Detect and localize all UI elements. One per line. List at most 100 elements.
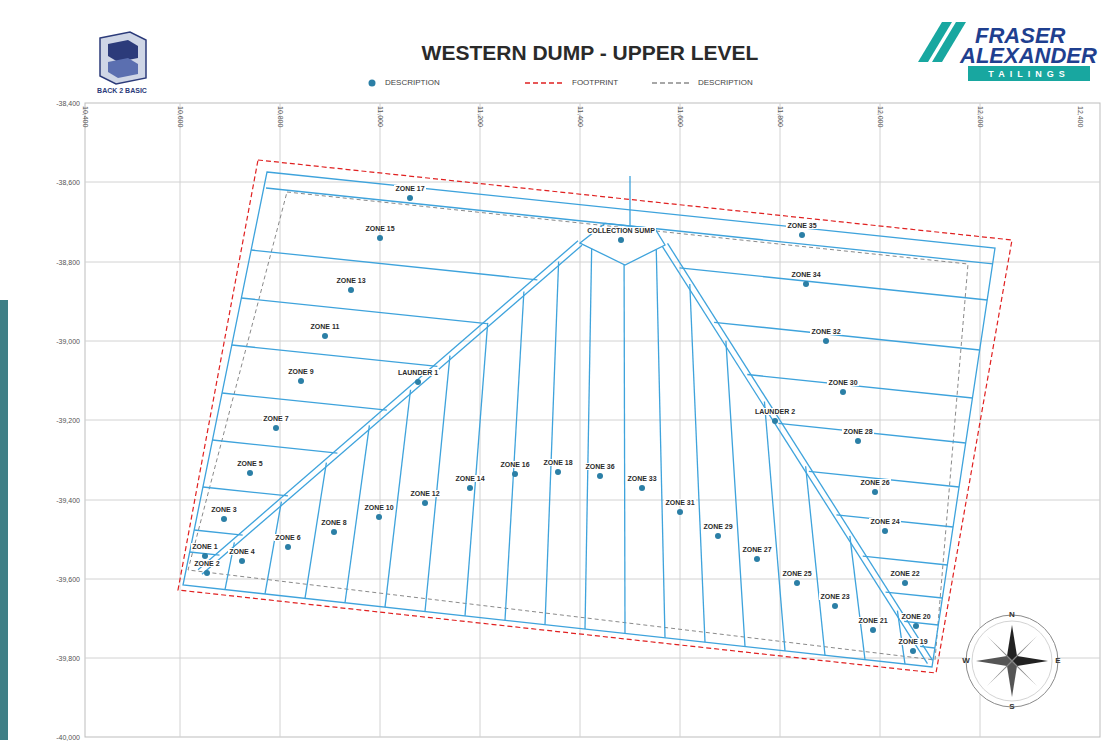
zone-label: ZONE 11	[310, 323, 341, 330]
legend-text: DESCRIPTION	[385, 79, 440, 87]
zone-dot	[376, 514, 382, 520]
axis-label: 11,600	[677, 106, 684, 127]
compass-letter: S	[1009, 703, 1014, 711]
zone-boundary	[747, 374, 972, 398]
zone-dot	[221, 516, 227, 522]
plot-frame	[85, 103, 1100, 737]
legend-dot	[369, 80, 376, 87]
zone-boundary	[545, 262, 559, 625]
zone-boundary	[385, 390, 411, 607]
zone-label: ZONE 10	[363, 504, 394, 511]
zone-label: ZONE 4	[228, 548, 255, 555]
zone-boundary	[836, 515, 953, 527]
zone-boundary	[920, 646, 935, 648]
zone-boundary	[886, 592, 943, 598]
zone-boundary	[198, 241, 578, 570]
axis-label: -39,600	[56, 576, 80, 583]
zone-label: ZONE 7	[262, 415, 289, 422]
zone-label: ZONE 24	[869, 518, 900, 525]
zone-dot	[677, 509, 683, 515]
zone-boundary	[202, 245, 582, 574]
zone-boundary	[623, 265, 625, 634]
zone-dot	[823, 338, 829, 344]
axis-label: -39,200	[56, 417, 80, 424]
background-photo-strip	[0, 300, 8, 740]
zone-label: COLLECTION SUMP	[586, 227, 656, 234]
zone-dot	[298, 378, 304, 384]
zone-dot	[512, 471, 518, 477]
axis-label: 11,400	[577, 106, 584, 127]
zone-dot	[377, 235, 383, 241]
zone-dot	[715, 533, 721, 539]
legend-line	[525, 82, 565, 84]
zone-dot	[247, 470, 253, 476]
zone-dot	[882, 528, 888, 534]
axis-label: 12,200	[977, 106, 984, 127]
zone-dot	[799, 232, 805, 238]
zone-label: ZONE 17	[394, 185, 425, 192]
compass-rose	[966, 615, 1058, 707]
zone-boundary	[714, 322, 980, 350]
zone-dot	[618, 237, 624, 243]
compass-letter: E	[1055, 657, 1060, 665]
legend-line	[652, 82, 692, 84]
zone-label: LAUNDER 2	[754, 408, 796, 415]
zone-dot	[902, 580, 908, 586]
logo-text: ALEXANDER	[960, 45, 1097, 67]
zone-dot	[204, 570, 210, 576]
zone-boundary	[662, 247, 927, 664]
zone-label: ZONE 34	[790, 271, 821, 278]
zone-label: ZONE 19	[897, 638, 928, 645]
axis-label: 12,000	[877, 106, 884, 127]
grid-lines	[85, 103, 1100, 737]
axis-label: -39,400	[56, 497, 80, 504]
zone-label: ZONE 2	[193, 560, 220, 567]
axis-label: 11,200	[477, 106, 484, 127]
zone-boundary	[465, 323, 488, 616]
axis-label: -40,000	[56, 734, 80, 741]
zone-dots	[202, 195, 919, 654]
collection-sump-outline	[580, 223, 665, 265]
zone-boundary	[265, 502, 281, 594]
footprint-outline	[178, 160, 1012, 673]
axis-label: -38,400	[56, 100, 80, 107]
zone-boundary	[585, 249, 592, 629]
zone-dot	[772, 418, 778, 424]
zone-dot	[913, 623, 919, 629]
zone-boundary	[425, 356, 450, 612]
zone-dot	[840, 389, 846, 395]
zone-label: ZONE 27	[741, 546, 772, 553]
zone-boundary	[764, 401, 785, 650]
zone-dot	[467, 485, 473, 491]
zone-dot	[285, 544, 291, 550]
zone-boundary	[345, 425, 369, 602]
zone-label: ZONE 3	[210, 506, 237, 513]
compass-letter: N	[1009, 611, 1015, 619]
zone-label: ZONE 20	[900, 613, 931, 620]
zone-label: ZONE 12	[409, 490, 440, 497]
zone-dot	[832, 603, 838, 609]
zone-boundary	[232, 345, 438, 366]
axis-label: 12,400	[1077, 106, 1084, 127]
logo-text: TAILINGS	[988, 70, 1069, 79]
logo-text: FRASER	[975, 25, 1065, 47]
zone-dot	[239, 558, 245, 564]
zone-boundary	[680, 268, 988, 300]
zone-label: ZONE 35	[786, 222, 817, 229]
axis-label: -39,000	[56, 338, 80, 345]
zone-boundary	[629, 176, 630, 226]
zone-dot	[348, 287, 354, 293]
zone-dot	[639, 485, 645, 491]
zone-label: ZONE 14	[454, 475, 485, 482]
dump-outline	[183, 172, 995, 667]
zone-label: ZONE 25	[781, 570, 812, 577]
zone-label: ZONE 31	[664, 499, 695, 506]
zone-label: ZONE 36	[584, 463, 615, 470]
axis-label: 11,000	[377, 106, 384, 127]
axis-label: -38,800	[56, 259, 80, 266]
zone-label: ZONE 32	[810, 328, 841, 335]
zone-label: ZONE 33	[626, 475, 657, 482]
axis-label: 10,400	[82, 106, 89, 127]
zone-boundary	[305, 463, 326, 599]
